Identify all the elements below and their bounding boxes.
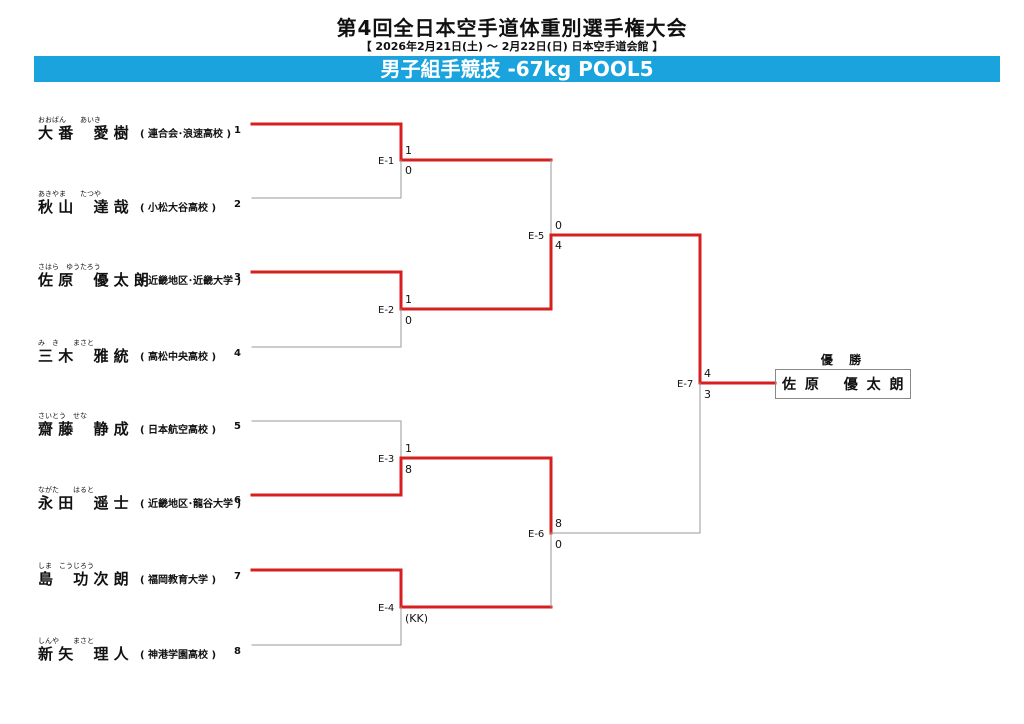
player-ruby: しんや まさと xyxy=(38,637,94,645)
player-ruby: あきやま たつや xyxy=(38,190,101,198)
match-score-top: 1 xyxy=(405,442,412,455)
bracket-line-win xyxy=(250,456,553,497)
player-ruby: さはら ゆうたろう xyxy=(38,263,101,271)
match-score-top: 8 xyxy=(555,517,562,530)
player-affiliation: ( 近畿地区･龍谷大学 ) xyxy=(140,499,242,510)
bracket-line-win xyxy=(549,233,702,311)
player-seed: 3 xyxy=(234,272,241,283)
match-score-bottom: 4 xyxy=(555,239,562,252)
player-ruby: ながた はると xyxy=(38,486,94,494)
player-seed: 4 xyxy=(234,348,241,359)
bracket-line-win xyxy=(250,270,553,311)
player-entry: しんや まさと 新 矢 理 人 ( 神港学園高校 ) 8 xyxy=(38,636,298,670)
player-seed: 2 xyxy=(234,199,241,210)
player-seed: 8 xyxy=(234,646,241,657)
match-score-top: 1 xyxy=(405,144,412,157)
bracket-line-win xyxy=(250,122,553,162)
player-entry: あきやま たつや 秋 山 達 哉 ( 小松大谷高校 ) 2 xyxy=(38,189,298,223)
player-name: 新 矢 理 人 xyxy=(38,645,129,663)
tournament-date-venue: 【 2026年2月21日(土) ～ 2月22日(日) 日本空手道会館 】 xyxy=(360,40,664,53)
player-entry: さはら ゆうたろう 佐 原 優 太 朗 ( 近畿地区･近畿大学 ) 3 xyxy=(38,262,298,296)
player-name: 佐 原 優 太 朗 xyxy=(38,271,149,289)
player-entry: ながた はると 永 田 遥 士 ( 近畿地区･龍谷大学 ) 6 xyxy=(38,485,298,519)
match-label: E-6 xyxy=(528,529,544,540)
bracket-line-lose xyxy=(251,308,402,348)
bracket-line-lose xyxy=(251,606,402,646)
player-affiliation: ( 神港学園高校 ) xyxy=(140,650,217,661)
bracket-line-lose xyxy=(251,159,402,199)
player-seed: 1 xyxy=(234,125,241,136)
match-score-top: 0 xyxy=(555,219,562,232)
player-affiliation: ( 福岡教育大学 ) xyxy=(140,575,217,586)
match-label: E-3 xyxy=(378,454,394,465)
match-score-bottom: (KK) xyxy=(405,612,428,625)
player-seed: 6 xyxy=(234,495,241,506)
match-label: E-4 xyxy=(378,603,394,614)
player-entry: さいとう せな 齋 藤 静 成 ( 日本航空高校 ) 5 xyxy=(38,411,298,445)
match-score-bottom: 0 xyxy=(555,538,562,551)
player-seed: 5 xyxy=(234,421,241,432)
match-score-bottom: 3 xyxy=(704,388,711,401)
bracket-line-lose xyxy=(251,420,402,459)
bracket-line-win xyxy=(250,568,553,609)
player-ruby: み き まさと xyxy=(38,339,94,347)
player-name: 永 田 遥 士 xyxy=(38,494,129,512)
player-name: 三 木 雅 統 xyxy=(38,347,129,365)
match-score-bottom: 0 xyxy=(405,164,412,177)
player-affiliation: ( 連合会･浪速高校 ) xyxy=(140,129,232,140)
event-banner: 男子組手競技 -67kg POOL5 xyxy=(34,56,1000,82)
player-seed: 7 xyxy=(234,571,241,582)
player-entry: しま こうじろう 島 功 次 朗 ( 福岡教育大学 ) 7 xyxy=(38,561,298,595)
player-ruby: しま こうじろう xyxy=(38,562,94,570)
player-name: 秋 山 達 哉 xyxy=(38,198,129,216)
player-entry: おおばん あいき 大 番 愛 樹 ( 連合会･浪速高校 ) 1 xyxy=(38,115,298,149)
player-affiliation: ( 高松中央高校 ) xyxy=(140,352,217,363)
match-label: E-7 xyxy=(677,379,693,390)
player-entry: み き まさと 三 木 雅 統 ( 高松中央高校 ) 4 xyxy=(38,338,298,372)
match-label: E-1 xyxy=(378,156,394,167)
player-affiliation: ( 近畿地区･近畿大学 ) xyxy=(140,276,242,287)
player-affiliation: ( 小松大谷高校 ) xyxy=(140,203,217,214)
match-score-bottom: 8 xyxy=(405,463,412,476)
match-score-bottom: 0 xyxy=(405,314,412,327)
winner-heading: 優 勝 xyxy=(820,353,868,367)
player-name: 大 番 愛 樹 xyxy=(38,124,129,142)
player-affiliation: ( 日本航空高校 ) xyxy=(140,425,217,436)
winner-name: 佐 原 優 太 朗 xyxy=(775,369,911,399)
player-name: 島 功 次 朗 xyxy=(38,570,129,588)
match-label: E-5 xyxy=(528,231,544,242)
match-score-top: 1 xyxy=(405,293,412,306)
bracket-line-win xyxy=(698,233,777,385)
player-name: 齋 藤 静 成 xyxy=(38,420,129,438)
match-label: E-2 xyxy=(378,305,394,316)
match-score-top: 4 xyxy=(704,367,711,380)
player-ruby: さいとう せな xyxy=(38,412,87,420)
player-ruby: おおばん あいき xyxy=(38,116,101,124)
tournament-title: 第4回全日本空手道体重別選手権大会 xyxy=(336,16,688,40)
